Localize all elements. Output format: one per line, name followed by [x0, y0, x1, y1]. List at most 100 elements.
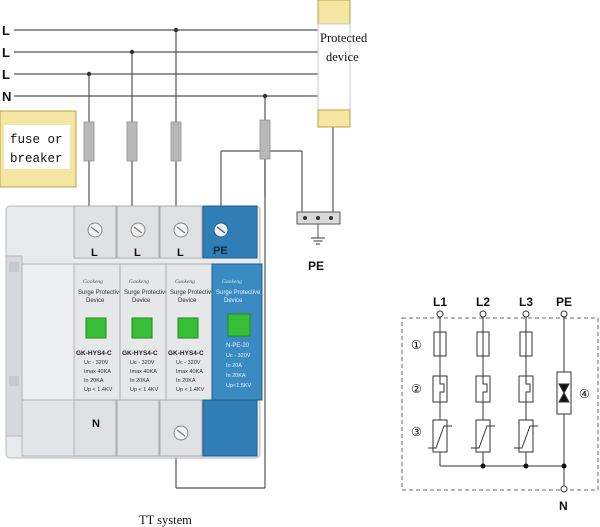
brand-label: Gaokeng — [175, 279, 195, 285]
din-rail-left — [5, 255, 23, 437]
component-marker: ① — [411, 338, 422, 352]
terminal-circle — [436, 310, 444, 318]
schematic-column-label: L2 — [476, 295, 490, 309]
fuse-icon — [170, 121, 182, 162]
bus-label: L — [2, 45, 10, 60]
bottom-terminal-label: N — [92, 418, 100, 430]
fuses — [83, 119, 271, 162]
protected-device-label: Protected device — [320, 31, 370, 64]
fuse-icon — [126, 121, 138, 162]
in-label: In 20A — [226, 363, 242, 369]
ground-icon — [311, 237, 325, 245]
module-title: Surge Protective Device — [78, 290, 124, 304]
terminal-label: L — [91, 247, 98, 259]
spd-lower-left — [21, 399, 75, 457]
bus-lines — [14, 29, 334, 489]
bus-label: N — [2, 89, 11, 104]
spd-cover-left-face — [21, 263, 75, 401]
pe-bar-screw — [316, 216, 320, 220]
status-indicator-window — [177, 317, 199, 339]
imax-label: In 20KA — [226, 373, 246, 379]
pe-label: PE — [308, 259, 324, 273]
spd-blue-module: PE Gaokeng Surge Protective Device N-PE-… — [202, 205, 263, 457]
uc-label: Uc - 320V — [130, 360, 155, 366]
schematic-column-label: L3 — [519, 295, 533, 309]
junction-dot — [480, 463, 486, 469]
device-top-box — [317, 0, 351, 25]
protected-device: Protected device — [317, 0, 370, 128]
terminal-label: PE — [213, 245, 228, 257]
terminal-label: L — [177, 247, 184, 259]
in-label: In 20KA — [84, 378, 104, 384]
bus-junctions — [86, 27, 268, 99]
din-rail-clip — [9, 262, 19, 272]
pe-bar-screw — [329, 216, 333, 220]
diagram-caption: TT system — [139, 513, 192, 527]
module-title: Surge Protective Device — [170, 290, 216, 304]
status-indicator-window — [85, 317, 107, 339]
imax-label: Imax 40KA — [130, 369, 157, 375]
uc-label: Uc - 320V — [176, 360, 201, 366]
model-label: GK-HYS4-C — [168, 350, 204, 357]
fuse-label: fuse or breaker — [10, 133, 70, 166]
bus-label: L — [2, 67, 10, 82]
junction-dot — [523, 463, 529, 469]
terminal-circle — [522, 310, 530, 318]
surge-protective-device-assembly: L Gaokeng Surge Protective Device GK-HYS… — [5, 205, 263, 459]
up-label: Up < 1.4KV — [176, 387, 205, 393]
module-title: Surge Protective Device — [216, 290, 262, 304]
in-label: In 20KA — [130, 378, 150, 384]
component-marker: ② — [411, 382, 422, 396]
uc-label: Uc - 320V — [84, 360, 109, 366]
up-label: Up < 1.4KV — [84, 387, 113, 393]
model-label: GK-HYS4-C — [122, 350, 158, 357]
imax-label: Imax 40KA — [84, 369, 111, 375]
schematic-varistor — [428, 419, 452, 453]
brand-label: Gaokeng — [83, 279, 103, 285]
model-label: N-PE-20 — [226, 343, 250, 349]
schematic-bottom-label: N — [559, 499, 568, 513]
spd-grey-module-2: L Gaokeng Surge Protective Device GK-HYS… — [116, 205, 170, 457]
junction-dot — [129, 49, 135, 55]
junction-dot — [262, 93, 268, 99]
junction-dot — [173, 27, 179, 33]
status-indicator-window — [131, 317, 153, 339]
uc-label: Uc - 320V — [226, 353, 251, 359]
pe-terminal-bar: PE — [296, 211, 341, 273]
schematic-disconnector — [432, 375, 448, 403]
terminal-circle — [479, 310, 487, 318]
schematic-column-label: L1 — [433, 295, 447, 309]
din-rail-clip — [9, 376, 19, 386]
status-indicator-window — [227, 313, 251, 337]
terminal-circle — [560, 485, 568, 493]
component-marker: ④ — [579, 387, 590, 401]
bus-label: L — [2, 23, 10, 38]
brand-label: Gaokeng — [222, 279, 242, 285]
fuse-or-breaker-box: fuse or breaker — [0, 110, 77, 188]
schematic-disconnector — [475, 375, 491, 403]
terminal-label: L — [134, 247, 141, 259]
fuse-box-inner — [4, 125, 70, 169]
terminal-circle — [560, 310, 568, 318]
device-body — [317, 23, 351, 111]
module-title: Surge Protective Device — [124, 290, 170, 304]
schematic-varistor — [471, 419, 495, 453]
in-label: In 20KA — [176, 378, 196, 384]
imax-label: Imax 40KA — [176, 369, 203, 375]
schematic-dashed-frame — [401, 317, 599, 491]
schematic-diagram: L1 L2 L3 PE — [401, 295, 599, 513]
up-label: Up < 1.4KV — [130, 387, 159, 393]
pe-bar-screw — [303, 216, 307, 220]
spd-grey-module-3: L Gaokeng Surge Protective Device GK-HYS… — [159, 205, 216, 457]
schematic-gas-discharge-tube — [556, 371, 572, 415]
junction-dot — [86, 71, 92, 77]
schematic-disconnector — [518, 375, 534, 403]
bus-labels: L L L N — [2, 23, 11, 104]
schematic-varistor — [514, 419, 538, 453]
component-marker: ③ — [411, 425, 422, 439]
junction-dot — [561, 463, 567, 469]
fuse-icon — [83, 121, 95, 162]
model-label: GK-HYS4-C — [76, 350, 112, 357]
schematic-column-label: PE — [556, 295, 572, 309]
